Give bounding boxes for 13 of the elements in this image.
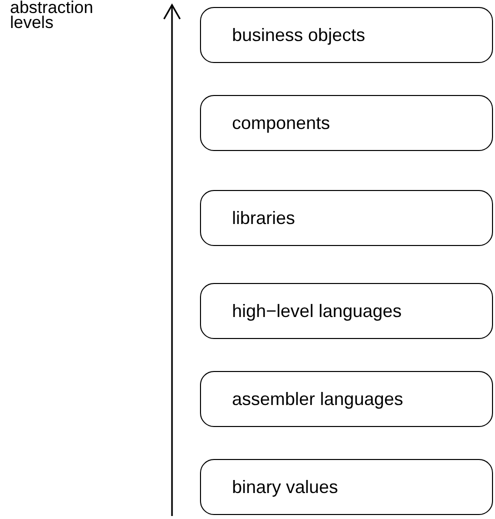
level-label: binary values (232, 476, 338, 498)
level-box (200, 7, 493, 63)
level-box (200, 283, 493, 339)
level-label: libraries (232, 208, 296, 228)
level-label: business objects (232, 24, 366, 46)
level-box (200, 459, 493, 515)
level-label: high−level languages (232, 300, 402, 322)
level-label: components (232, 112, 330, 134)
level-box (200, 371, 493, 427)
level-box (200, 95, 493, 151)
axis-label: abstraction levels (10, 0, 90, 30)
level-box (200, 190, 493, 246)
level-label: assembler languages (232, 388, 404, 410)
